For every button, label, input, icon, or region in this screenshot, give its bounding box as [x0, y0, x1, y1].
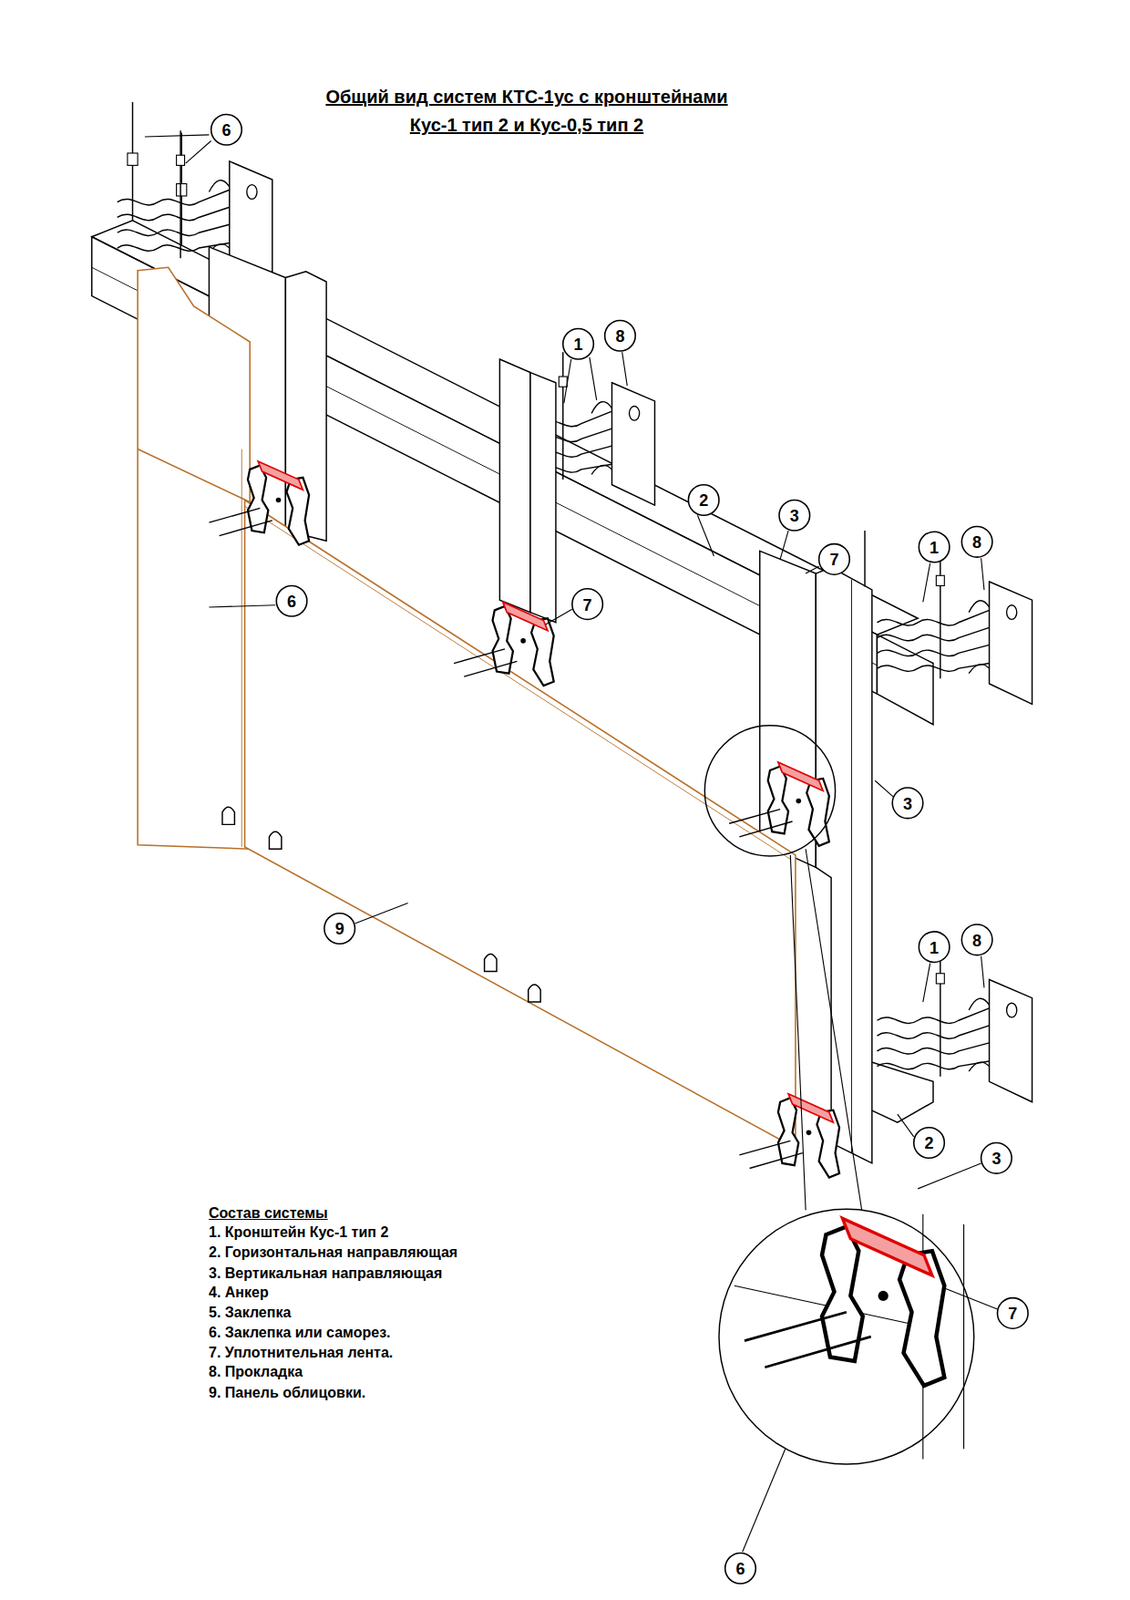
callout-number: 9	[335, 920, 345, 937]
callout-number: 6	[735, 1560, 745, 1577]
callout-circle	[211, 113, 243, 145]
callout-circle	[914, 1127, 946, 1159]
drawing-title: Общий вид систем КТС-1ус с кронштейнами …	[303, 82, 750, 140]
callout-circle	[918, 931, 950, 963]
callout-circle	[563, 328, 595, 360]
callout-circle	[961, 526, 993, 558]
callout-number: 3	[903, 795, 913, 812]
callout-circle	[892, 787, 924, 819]
callout-circle	[819, 544, 851, 576]
callout-circle	[688, 484, 720, 516]
parts-list-item: 2. Горизонтальная направляющая	[208, 1243, 458, 1261]
callout-circle	[276, 585, 308, 617]
callout-circle	[981, 1142, 1013, 1174]
callout-circle	[324, 913, 356, 945]
callout-number: 6	[287, 593, 297, 610]
parts-list-item: 8. Прокладка	[208, 1363, 303, 1380]
parts-list-heading: Состав системы	[208, 1204, 329, 1222]
callout-number: 2	[924, 1134, 935, 1151]
callout-number: 6	[221, 122, 231, 139]
callout-number: 8	[615, 328, 625, 345]
callout-number: 8	[972, 932, 982, 949]
parts-list-item: 9. Панель облицовки.	[208, 1384, 366, 1401]
callout-number: 7	[829, 551, 839, 568]
callout-circle	[572, 588, 604, 620]
parts-list-item: 3. Вертикальная направляющая	[208, 1264, 442, 1282]
callout-number: 3	[790, 507, 800, 524]
callout-circle	[997, 1297, 1029, 1329]
callout-circle	[961, 924, 993, 956]
callout-circle	[918, 531, 950, 563]
parts-list-item: 5. Заклепка	[208, 1304, 291, 1321]
callout-number: 1	[574, 336, 584, 353]
callout-number: 7	[583, 596, 593, 614]
callout-number: 7	[1007, 1304, 1017, 1322]
parts-list-item: 6. Заклепка или саморез.	[208, 1324, 391, 1341]
callout-number: 1	[929, 539, 939, 556]
parts-list-item: 4. Анкер	[208, 1284, 269, 1301]
callout-circle	[725, 1551, 757, 1583]
parts-list-item: 1. Кронштейн Кус-1 тип 2	[208, 1223, 389, 1241]
parts-list-item: 7. Уплотнительная лента.	[208, 1344, 393, 1361]
callout-number: 3	[991, 1150, 1001, 1167]
callout-circle	[605, 320, 637, 352]
callout-number: 8	[972, 534, 982, 551]
callout-number: 2	[698, 492, 709, 509]
callout-number: 1	[929, 939, 939, 956]
callout-circle	[779, 499, 811, 531]
